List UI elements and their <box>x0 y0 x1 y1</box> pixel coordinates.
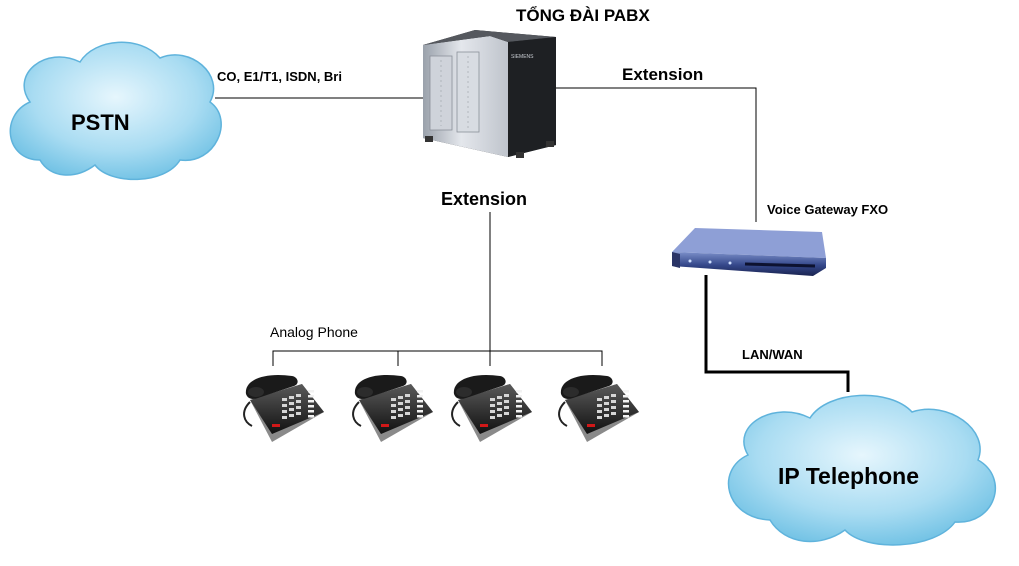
extension-right-label: Extension <box>622 65 704 84</box>
analog-phones <box>243 374 639 442</box>
analog-phone <box>243 374 324 442</box>
lan-wan-line <box>704 275 850 392</box>
analog-phone-label: Analog Phone <box>270 324 358 340</box>
ip-telephone-label: IP Telephone <box>778 463 920 489</box>
phone-bus-line <box>272 350 603 366</box>
pabx-cabinet: SIEMENS <box>423 30 556 158</box>
pstn-cloud <box>9 41 222 181</box>
pabx-brand: SIEMENS <box>511 54 534 60</box>
analog-phone <box>352 374 433 442</box>
voice-gateway-device <box>672 228 826 276</box>
diagram-title: TỔNG ĐÀI PABX <box>516 6 650 25</box>
lan-wan-label: LAN/WAN <box>742 347 803 362</box>
analog-phone <box>451 374 532 442</box>
extension-down-label: Extension <box>441 189 528 209</box>
trunk-label: CO, E1/T1, ISDN, Bri <box>217 69 342 84</box>
analog-phone <box>558 374 639 442</box>
ip-telephone-cloud <box>727 394 996 546</box>
extension-line-right <box>556 87 757 222</box>
gateway-label: Voice Gateway FXO <box>767 202 889 217</box>
pstn-label: PSTN <box>71 110 130 135</box>
